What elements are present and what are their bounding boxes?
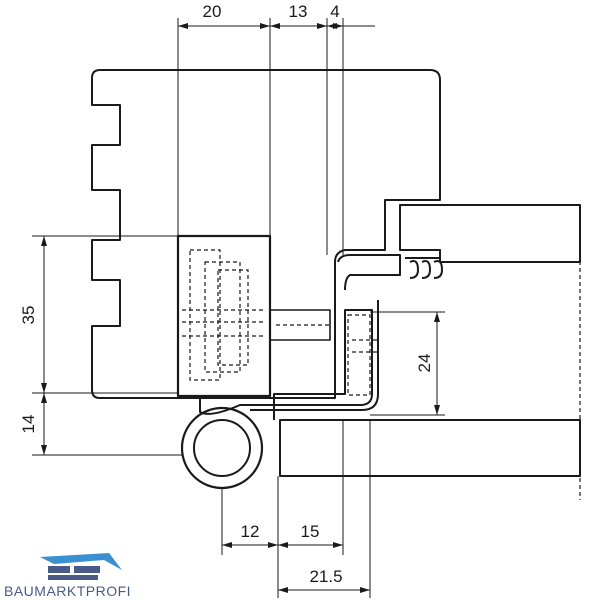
hinge-arm-inner xyxy=(250,300,379,411)
logo-wordmark: BAUMARKTPROFI xyxy=(4,583,132,599)
dim-left-35: 35 xyxy=(19,306,38,325)
frame-profile xyxy=(91,69,441,399)
dim-top-13: 13 xyxy=(289,2,308,21)
knuckle-inner xyxy=(193,419,251,477)
hidden-door-part xyxy=(347,314,371,396)
door-leaf-lower xyxy=(279,419,581,477)
baumarktprofi-logo-icon xyxy=(40,553,122,580)
hidden-cartridge-3 xyxy=(217,269,249,366)
seal-lip xyxy=(337,254,401,291)
dim-bottom-15: 15 xyxy=(301,522,320,541)
dim-top-4: 4 xyxy=(330,2,339,21)
hidden-cartridge-1 xyxy=(189,249,221,381)
dim-left-14: 14 xyxy=(19,415,38,434)
door-leaf xyxy=(399,204,581,263)
hinge-arm xyxy=(199,309,373,420)
hidden-cartridge-2 xyxy=(204,261,241,373)
dim-bottom-21-5: 21.5 xyxy=(309,567,342,586)
dim-bottom-12: 12 xyxy=(241,522,260,541)
seal-rings xyxy=(405,257,443,279)
dim-right-24: 24 xyxy=(415,354,434,373)
dim-top-20: 20 xyxy=(203,2,222,21)
mounting-plate xyxy=(269,309,331,341)
